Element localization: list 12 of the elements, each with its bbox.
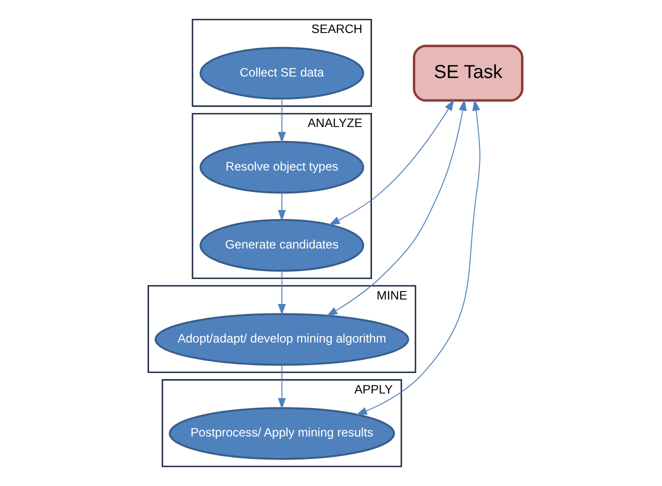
arrow bbox=[328, 99, 454, 226]
node-box: SE Task bbox=[412, 44, 523, 102]
arrow bbox=[277, 192, 286, 222]
arrow bbox=[277, 270, 286, 316]
node-ellipse: Generate candidates bbox=[199, 219, 364, 272]
node-ellipse: Resolve object types bbox=[199, 140, 364, 194]
node-ellipse: Collect SE data bbox=[199, 46, 364, 100]
node-ellipse: Adopt/adapt/ develop mining algorithm bbox=[154, 313, 409, 366]
arrow bbox=[326, 99, 466, 316]
arrow bbox=[277, 364, 286, 410]
arrow bbox=[277, 98, 286, 144]
arrow bbox=[355, 99, 480, 416]
